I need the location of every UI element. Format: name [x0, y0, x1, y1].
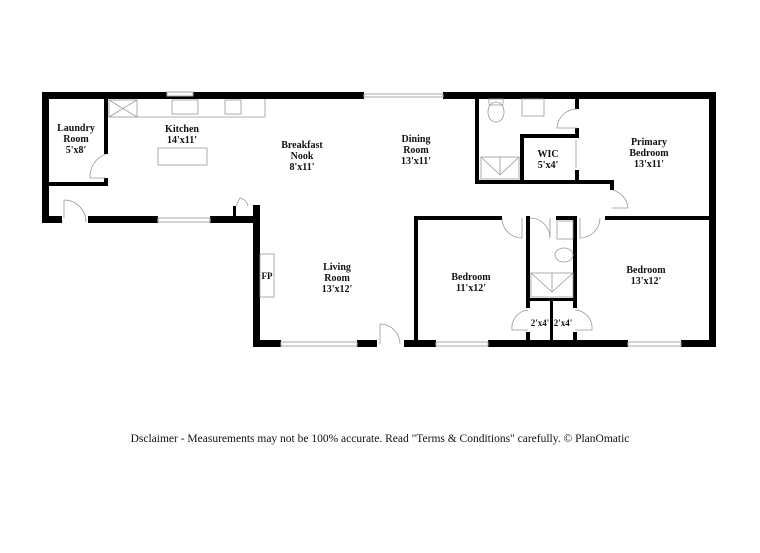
room-label-closet-2: 2'x4'	[554, 318, 573, 329]
room-name: WIC	[537, 149, 559, 160]
room-size: 13'x11'	[633, 159, 665, 170]
room-name: Primary	[630, 137, 668, 148]
room-label-bedroom-3: Bedroom 13'x12'	[626, 265, 665, 287]
room-size: 13'x11'	[400, 156, 432, 167]
room-label-living: Living Room 13'x12'	[322, 262, 353, 295]
room-name: Nook	[290, 151, 314, 162]
room-name: Dining	[401, 134, 431, 145]
fireplace-text: FP	[261, 271, 273, 281]
room-name: Breakfast	[281, 140, 323, 151]
room-name: Bedroom	[629, 148, 669, 159]
room-size: 14'x11'	[166, 135, 198, 146]
room-label-dining: Dining Room 13'x11'	[401, 134, 431, 167]
disclaimer-text: Dsclaimer - Measurements may not be 100%…	[130, 433, 630, 445]
doors	[63, 108, 629, 345]
fixtures	[108, 98, 574, 298]
room-size: 8'x11'	[289, 162, 315, 173]
room-label-wic: WIC 5'x4'	[537, 149, 558, 171]
room-label-kitchen: Kitchen 14'x11'	[165, 124, 199, 146]
room-size: 2'x4'	[553, 318, 573, 328]
room-size: 2'x4'	[530, 318, 550, 328]
room-size: 5'x8'	[65, 145, 87, 156]
room-name: Room	[324, 273, 350, 284]
room-label-breakfast-nook: Breakfast Nook 8'x11'	[281, 140, 322, 173]
room-label-laundry: Laundry Room 5'x8'	[57, 123, 95, 156]
room-name: Bedroom	[626, 265, 666, 276]
room-label-primary-bedroom: Primary Bedroom 13'x11'	[629, 137, 668, 170]
room-label-closet-1: 2'x4'	[531, 318, 550, 329]
room-label-bedroom-2: Bedroom 11'x12'	[451, 272, 490, 294]
room-name: Kitchen	[165, 124, 199, 135]
room-size: 11'x12'	[455, 283, 487, 294]
windows	[157, 91, 682, 347]
walls	[42, 92, 716, 347]
room-name: Laundry	[57, 123, 95, 134]
room-name: Bedroom	[451, 272, 491, 283]
room-size: 5'x4'	[537, 160, 559, 171]
room-name: Room	[403, 145, 429, 156]
room-name: Room	[63, 134, 89, 145]
room-size: 13'x12'	[630, 276, 662, 287]
fireplace-label: FP	[262, 271, 273, 282]
room-size: 13'x12'	[321, 284, 353, 295]
room-name: Living	[323, 262, 351, 273]
